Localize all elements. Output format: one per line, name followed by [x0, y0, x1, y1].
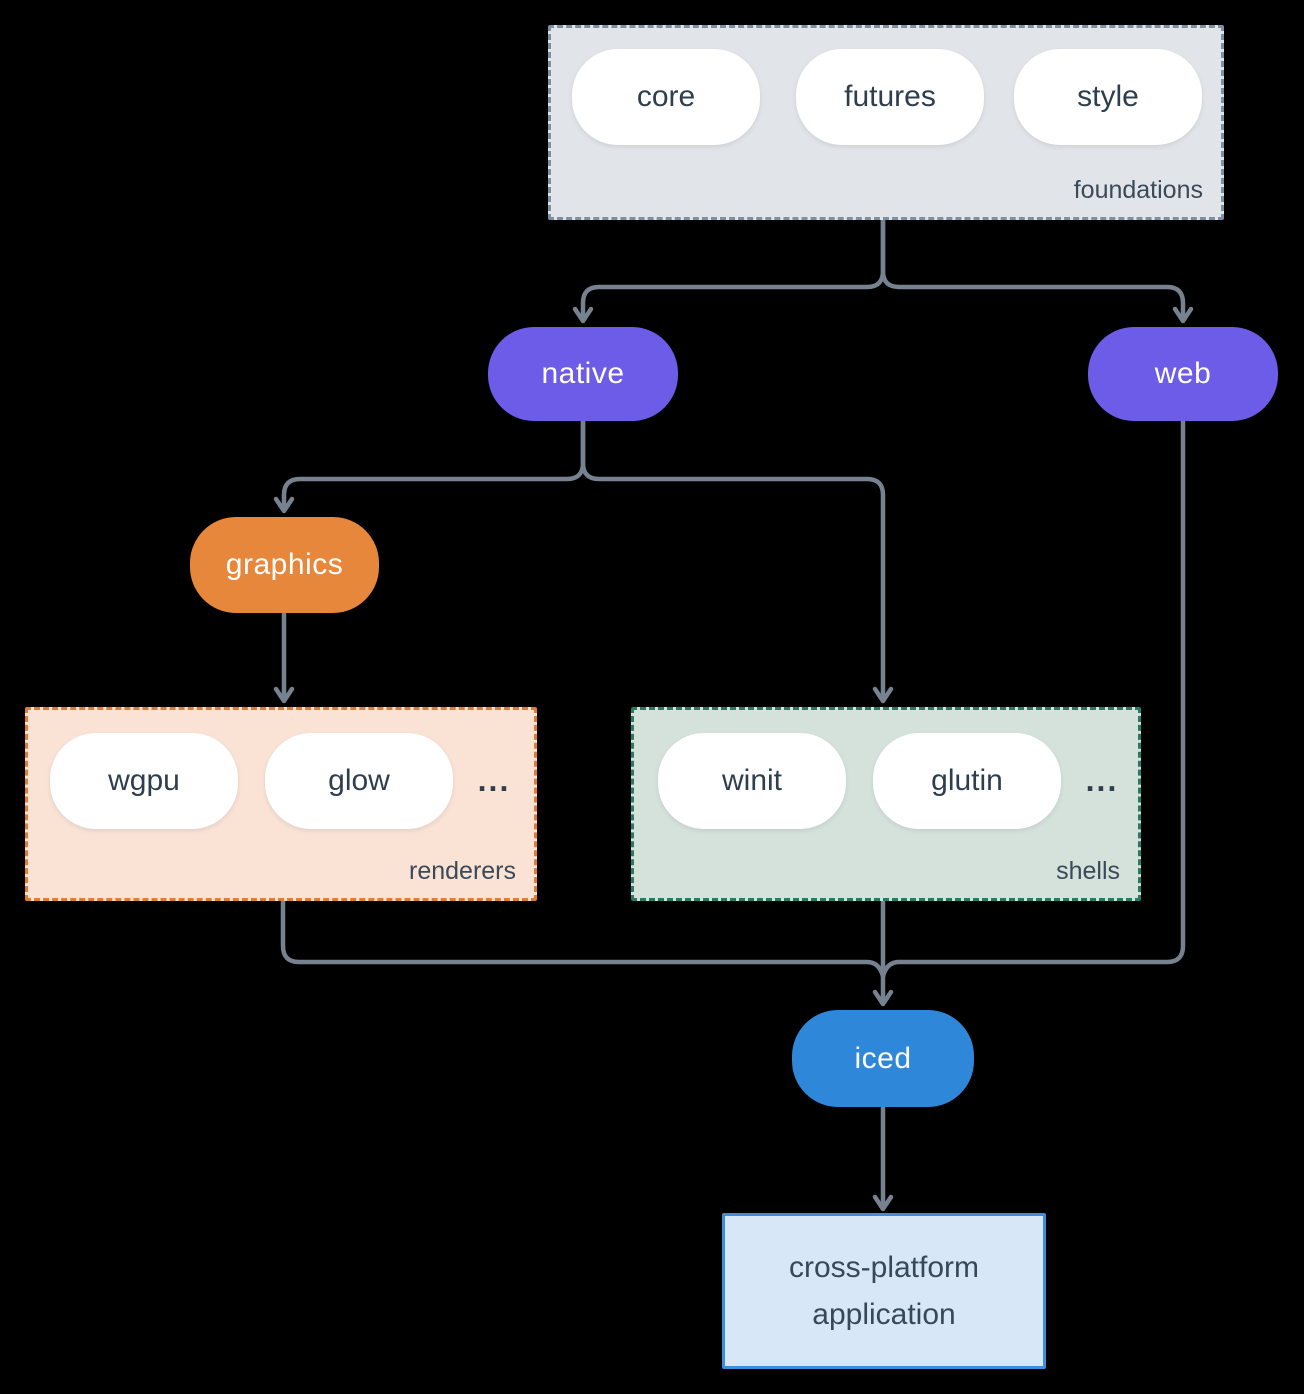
arrowhead-native-icon	[572, 306, 594, 324]
arrowhead-shells-icon	[872, 686, 894, 704]
arrowhead-application-icon	[872, 1194, 894, 1212]
crate-core-label: core	[636, 80, 696, 113]
group-foundations-label: foundations	[1073, 176, 1203, 204]
arrow-shells-to-iced	[872, 899, 894, 1007]
arrow-graphics-to-renderers	[273, 611, 295, 704]
crate-futures: futures	[796, 49, 984, 145]
group-foundations: core futures style foundations	[548, 25, 1224, 220]
arrow-iced-to-application	[872, 1105, 894, 1212]
crate-wgpu: wgpu	[50, 733, 238, 829]
crate-glow: glow	[265, 733, 453, 829]
node-iced: iced	[792, 1010, 974, 1107]
node-native-label: native	[541, 357, 625, 390]
crate-style: style	[1014, 49, 1202, 145]
crate-glutin: glutin	[873, 733, 1061, 829]
crate-winit-label: winit	[721, 764, 782, 797]
crate-glow-label: glow	[328, 764, 390, 797]
node-graphics-label: graphics	[225, 548, 344, 581]
renderers-ellipsis: ...	[477, 762, 511, 798]
node-iced-label: iced	[854, 1041, 912, 1075]
group-renderers: wgpu glow ... renderers	[25, 707, 537, 901]
group-shells: winit glutin ... shells	[631, 707, 1141, 901]
node-graphics: graphics	[190, 517, 379, 613]
group-renderers-label: renderers	[409, 857, 516, 885]
arrowhead-renderers-icon	[273, 686, 295, 704]
line-renderers-to-merge	[280, 899, 886, 979]
crate-core: core	[572, 49, 760, 145]
arrow-foundations-to-web	[880, 212, 1194, 324]
arrowhead-iced-icon	[872, 989, 894, 1007]
shells-ellipsis: ...	[1085, 762, 1119, 798]
node-web: web	[1088, 327, 1278, 421]
arrow-foundations-to-native	[572, 212, 886, 324]
crate-futures-label: futures	[844, 80, 936, 113]
node-application-label: cross-platform application	[788, 1251, 980, 1331]
group-shells-label: shells	[1056, 857, 1120, 885]
line-web-to-merge	[880, 418, 1186, 979]
crate-glutin-label: glutin	[931, 764, 1003, 797]
crate-winit: winit	[658, 733, 846, 829]
arrowhead-web-icon	[1172, 306, 1194, 324]
arrow-native-to-shells	[580, 418, 894, 704]
node-application: cross-platform application	[722, 1213, 1046, 1369]
node-web-label: web	[1154, 357, 1212, 390]
arrowhead-graphics-icon	[273, 496, 295, 514]
node-native: native	[488, 327, 678, 421]
crate-wgpu-label: wgpu	[108, 764, 180, 797]
crate-style-label: style	[1077, 80, 1139, 113]
arrow-native-to-graphics	[273, 418, 586, 514]
